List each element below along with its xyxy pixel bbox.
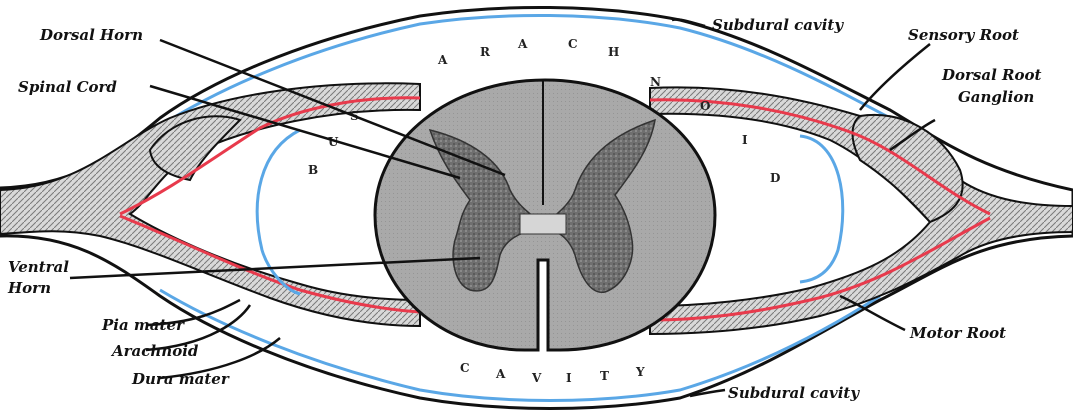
label-dura-mater: Dura mater: [131, 370, 230, 388]
cavity-letter-top: A: [437, 53, 448, 67]
label-pia-mater: Pia mater: [101, 316, 185, 334]
cavity-letter-top: D: [770, 171, 781, 185]
cavity-letter-top: R: [480, 45, 491, 59]
label-dorsal-horn: Dorsal Horn: [39, 26, 143, 44]
label-subdural-bottom: Subdural cavity: [728, 384, 860, 402]
label-motor-root: Motor Root: [909, 324, 1006, 342]
cavity-letter-bottom: C: [460, 361, 471, 375]
label-arachnoid: Arachnoid: [110, 342, 199, 360]
cavity-letter-top: C: [568, 37, 579, 51]
label-drg-1: Dorsal Root: [941, 66, 1041, 84]
cavity-letter-top: I: [742, 133, 749, 147]
label-sensory-root: Sensory Root: [908, 26, 1019, 44]
label-ventral-horn-1: Ventral: [8, 258, 69, 276]
label-drg-2: Ganglion: [958, 88, 1034, 106]
cavity-letter-top: A: [517, 37, 528, 51]
cavity-letter-top: O: [700, 99, 711, 113]
cavity-letter-bottom: A: [495, 367, 506, 381]
grey-commissure: [520, 214, 566, 234]
cavity-letter-bottom: V: [531, 371, 542, 385]
cavity-letter-bottom: I: [566, 371, 573, 385]
cavity-letter-left: B: [308, 163, 319, 177]
cavity-letter-top: N: [650, 75, 662, 89]
label-subdural-top: Subdural cavity: [712, 16, 844, 34]
cavity-letter-bottom: T: [600, 369, 610, 383]
label-spinal-cord: Spinal Cord: [18, 78, 117, 96]
cavity-letter-top: H: [608, 45, 620, 59]
cavity-letter-bottom: Y: [635, 365, 646, 379]
label-ventral-horn-2: Horn: [7, 279, 51, 297]
